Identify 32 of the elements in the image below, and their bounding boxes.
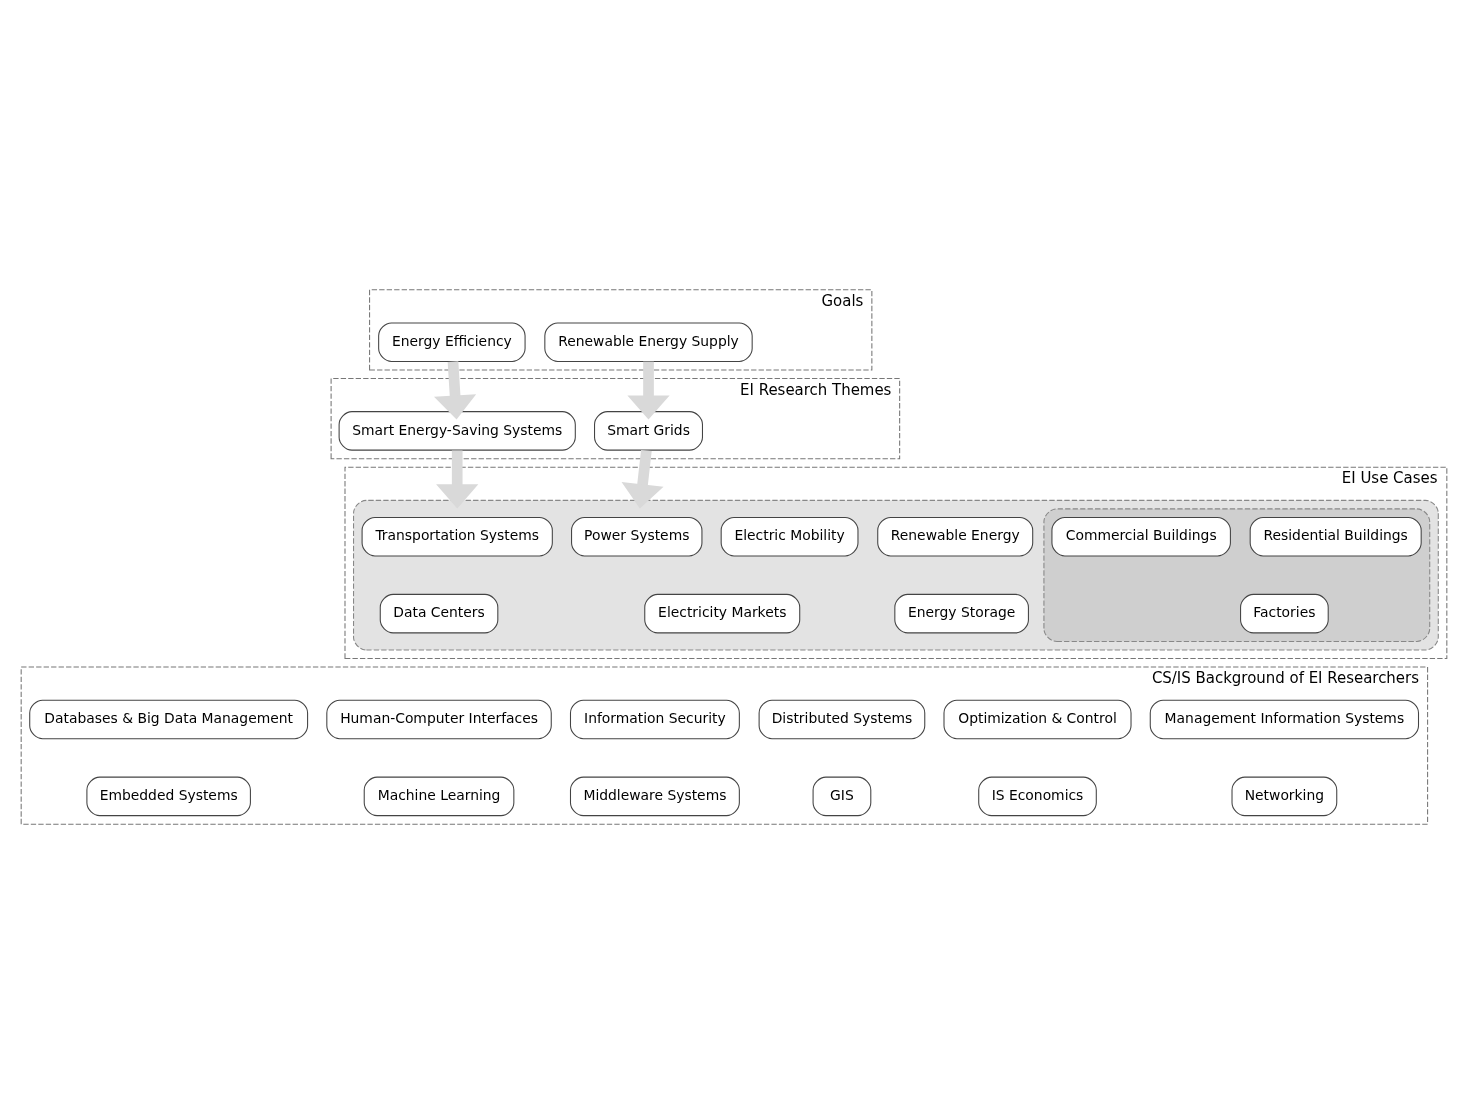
arrow — [436, 450, 479, 508]
node-box: Renewable Energy Supply — [544, 321, 753, 362]
arrow — [627, 361, 670, 420]
node-box: Databases & Big Data Management — [29, 699, 309, 739]
node-box: Commercial Buildings — [1051, 516, 1231, 556]
arrow — [434, 360, 477, 420]
node-box: Residential Buildings — [1249, 516, 1422, 556]
node-box: Distributed Systems — [758, 699, 926, 739]
node-box: Management Information Systems — [1149, 699, 1420, 739]
node-box: Machine Learning — [363, 776, 515, 816]
node-box: Optimization & Control — [943, 699, 1132, 739]
node-box: Energy Storage — [894, 593, 1029, 633]
node-box: Data Centers — [379, 593, 499, 633]
node-box: Electric Mobility — [720, 516, 859, 556]
cluster — [1043, 507, 1431, 642]
node-box: Electricity Markets — [644, 593, 801, 633]
node-box: Human-Computer Interfaces — [326, 699, 552, 739]
node-box: Information Security — [569, 699, 740, 739]
arrow — [621, 449, 664, 508]
node-box: Embedded Systems — [86, 776, 251, 816]
node-box: Smart Energy-Saving Systems — [338, 410, 576, 451]
node-box: Power Systems — [571, 516, 703, 556]
node-box: Transportation Systems — [361, 516, 553, 556]
node-box: Factories — [1240, 593, 1329, 633]
node-box: Smart Grids — [594, 410, 703, 451]
node-box: Middleware Systems — [569, 776, 740, 816]
cluster — [353, 499, 1439, 650]
node-box: Networking — [1231, 776, 1338, 816]
node-box: IS Economics — [978, 776, 1097, 816]
node-box: Renewable Energy — [877, 516, 1034, 556]
node-box: Energy Efficiency — [378, 321, 526, 362]
node-box: GIS — [812, 776, 872, 816]
